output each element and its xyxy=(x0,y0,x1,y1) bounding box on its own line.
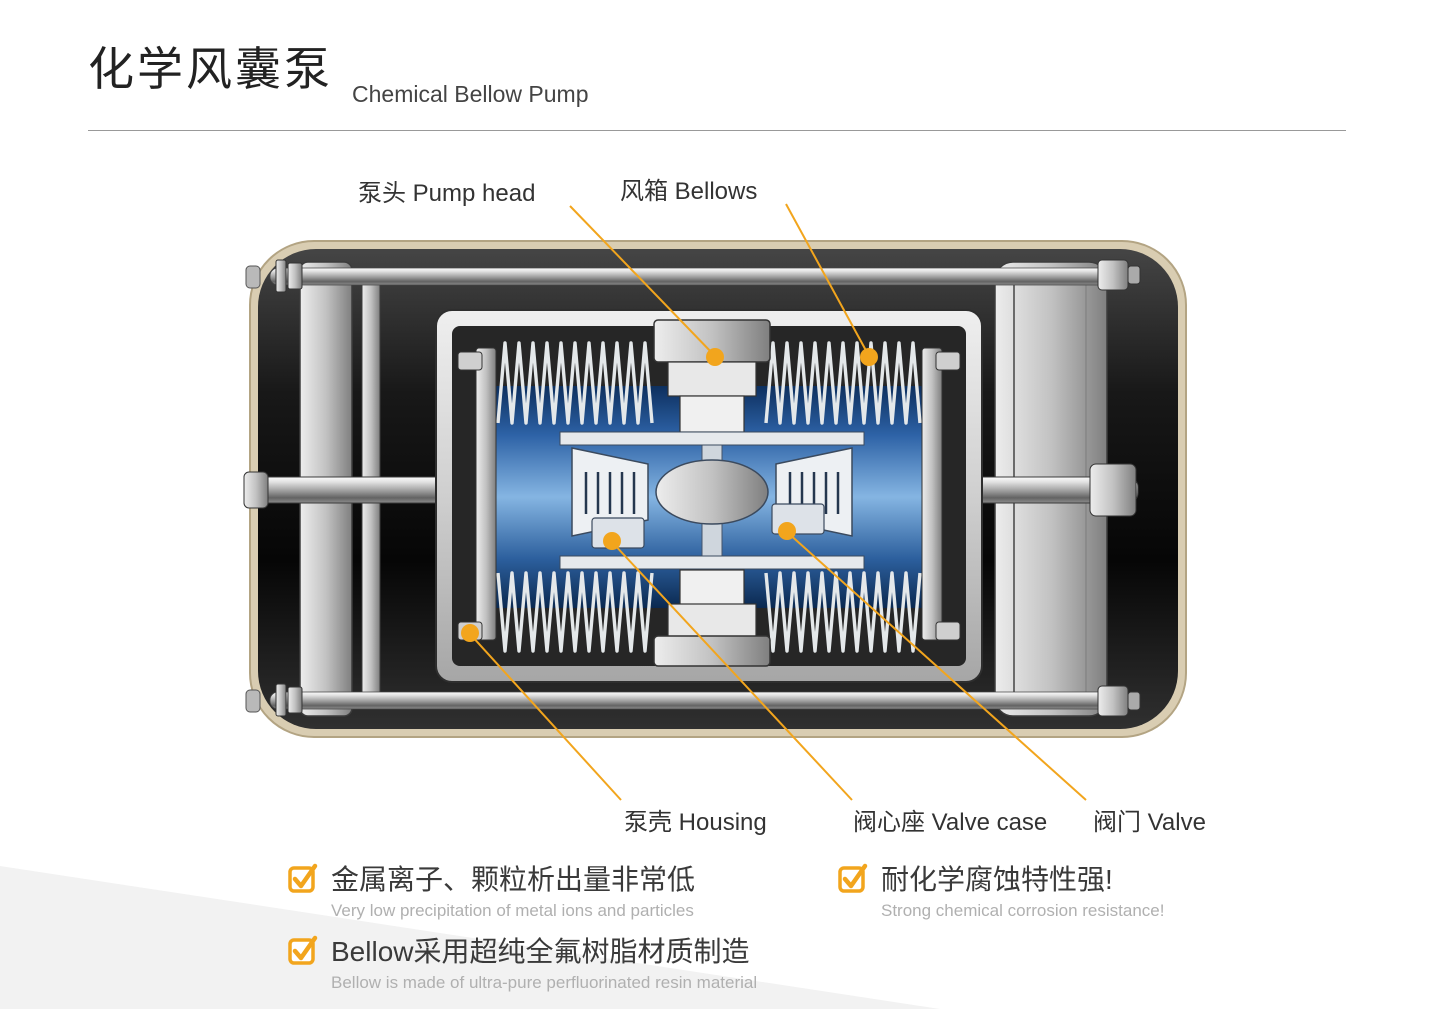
feature-text-zh: Bellow采用超纯全氟树脂材质制造 xyxy=(331,936,750,967)
valve-case-anchor-dot xyxy=(603,532,621,550)
bellows-pleats xyxy=(496,341,922,653)
page-title-zh: 化学风囊泵 xyxy=(88,43,333,95)
tie-rods xyxy=(269,259,1141,717)
callout-anchor-dots xyxy=(461,348,878,642)
checkbox-check-icon xyxy=(838,863,868,893)
header-divider xyxy=(88,130,1346,131)
bellows-flanges xyxy=(457,347,961,641)
feature-text-en: Very low precipitation of metal ions and… xyxy=(331,901,694,920)
feature-bellow-material: Bellow采用超纯全氟树脂材质制造 Bellow is made of ult… xyxy=(288,930,757,993)
checkbox-check-icon xyxy=(288,935,318,965)
feature-text-en: Bellow is made of ultra-pure perfluorina… xyxy=(331,973,758,992)
feature-metal-ions: 金属离子、颗粒析出量非常低 Very low precipitation of … xyxy=(288,858,695,921)
pump-head-anchor-dot xyxy=(706,348,724,366)
feature-text-zh: 耐化学腐蚀特性强! xyxy=(881,864,1113,895)
label-bellows: 风箱 Bellows xyxy=(620,178,758,205)
bellows-anchor-dot xyxy=(860,348,878,366)
feature-text-zh: 金属离子、颗粒析出量非常低 xyxy=(331,864,696,895)
valve-anchor-dot xyxy=(778,522,796,540)
label-valve-case: 阀心座 Valve case xyxy=(853,809,1048,836)
label-pump-head: 泵头 Pump head xyxy=(358,180,536,207)
label-housing: 泵壳 Housing xyxy=(624,809,767,836)
page-title-en: Chemical Bellow Pump xyxy=(352,81,589,107)
checkbox-check-icon xyxy=(288,863,318,893)
label-valve: 阀门 Valve xyxy=(1093,809,1206,836)
callout-leader-lines xyxy=(469,203,1087,801)
valve-internals xyxy=(559,431,865,570)
feature-text-en: Strong chemical corrosion resistance! xyxy=(881,901,1165,920)
housing-anchor-dot xyxy=(461,624,479,642)
feature-corrosion-resistance: 耐化学腐蚀特性强! Strong chemical corrosion resi… xyxy=(838,858,1164,921)
